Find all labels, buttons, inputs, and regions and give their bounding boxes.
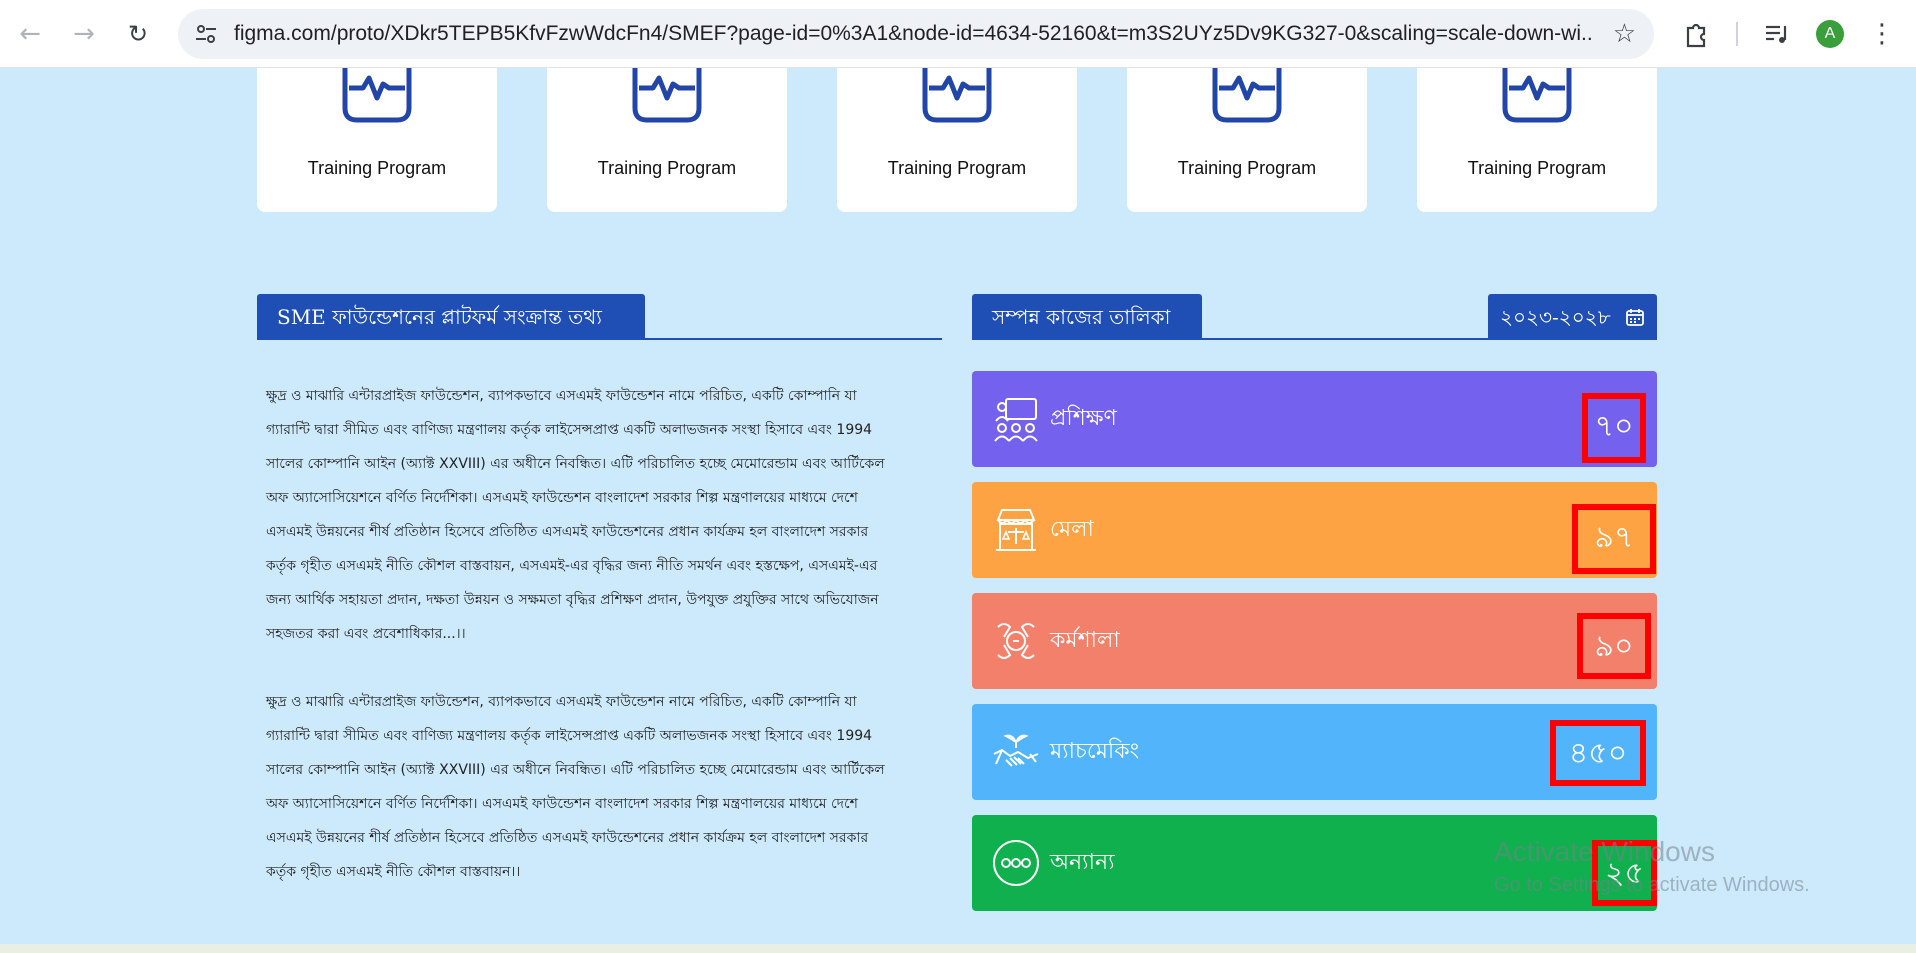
card-label: Training Program [887, 158, 1027, 178]
stat-label: ম্যাচমেকিং [1050, 739, 1140, 764]
stat-row-fair[interactable]: মেলা ৯৭ [972, 482, 1657, 578]
stat-value: ৭০ [1582, 393, 1646, 463]
calendar-icon [1626, 309, 1644, 326]
stat-label: কর্মশালা [1050, 628, 1120, 653]
toolbar-separator [1736, 22, 1738, 46]
chart-monitor-icon [922, 68, 992, 123]
stat-value: ৯৭ [1572, 504, 1656, 574]
service-card[interactable]: Training Program [1417, 68, 1657, 212]
stat-label: মেলা [1050, 517, 1094, 542]
card-label: Training Program [1467, 158, 1607, 178]
more-dots-icon [993, 840, 1039, 886]
section-underline [972, 338, 1657, 340]
browser-toolbar: ← → ↻ figma.com/proto/XDkr5TEPB5KfvFzwWd… [0, 0, 1916, 68]
training-people-icon [994, 398, 1038, 442]
card-label: Training Program [307, 158, 447, 178]
stat-value: ২৫ [1592, 840, 1657, 906]
stat-value: ৪৫০ [1550, 720, 1646, 786]
media-icon[interactable] [1760, 18, 1792, 50]
chart-monitor-icon [342, 68, 412, 123]
back-arrow-icon[interactable]: ← [19, 19, 41, 49]
site-settings-icon[interactable] [194, 22, 218, 46]
handshake-icon [993, 734, 1039, 767]
chart-monitor-icon [1502, 68, 1572, 123]
stat-row-matchmaking[interactable]: ম্যাচমেকিং ৪৫০ [972, 704, 1657, 800]
stat-row-others[interactable]: অন্যান্য ২৫ [972, 815, 1657, 911]
card-label: Training Program [1177, 158, 1317, 178]
year-range-selector[interactable]: ২০২৩-২০২৮ [1488, 294, 1657, 340]
stat-value: ৯০ [1577, 613, 1651, 679]
platform-paragraph-2: ক্ষুদ্র ও মাঝারি এন্টারপ্রাইজ ফাউন্ডেশন,… [266, 694, 885, 880]
service-card[interactable]: Training Program [547, 68, 787, 212]
stat-row-workshop[interactable]: কর্মশালা ৯০ [972, 593, 1657, 689]
extensions-icon[interactable] [1680, 18, 1712, 50]
chart-monitor-icon [1212, 68, 1282, 123]
url-text[interactable]: figma.com/proto/XDkr5TEPB5KfvFzwWdcFn4/S… [234, 22, 1594, 45]
reload-icon[interactable]: ↻ [127, 20, 149, 48]
address-bar[interactable]: figma.com/proto/XDkr5TEPB5KfvFzwWdcFn4/S… [178, 9, 1654, 59]
bottom-strip [0, 944, 1916, 953]
service-card[interactable]: Training Program [837, 68, 1077, 212]
platform-section-title: SME ফাউন্ডেশনের প্লাটফর্ম সংক্রান্ত তথ্য [257, 294, 645, 340]
stat-label: প্রশিক্ষণ [1050, 406, 1117, 431]
avatar[interactable]: A [1816, 20, 1844, 48]
star-icon[interactable]: ☆ [1612, 19, 1636, 49]
stat-label: অন্যান্য [1050, 850, 1115, 875]
fair-stall-icon [996, 509, 1036, 551]
chart-monitor-icon [632, 68, 702, 123]
year-range-text: ২০২৩-২০২৮ [1500, 305, 1611, 329]
workshop-icon [997, 623, 1035, 659]
activation-watermark-subtitle: Go to Settings to activate Windows. [1494, 874, 1810, 896]
card-label: Training Program [597, 158, 737, 178]
completed-section-title: সম্পন্ন কাজের তালিকা [972, 294, 1202, 340]
platform-paragraph-1: ক্ষুদ্র ও মাঝারি এন্টারপ্রাইজ ফাউন্ডেশন,… [266, 388, 885, 642]
service-card[interactable]: Training Program [257, 68, 497, 212]
stat-row-training[interactable]: প্রশিক্ষণ ৭০ [972, 371, 1657, 467]
service-card[interactable]: Training Program [1127, 68, 1367, 212]
activation-watermark-title: Activate Windows [1494, 836, 1715, 867]
menu-icon[interactable]: ⋮ [1869, 19, 1895, 49]
forward-arrow-icon[interactable]: → [73, 19, 95, 49]
